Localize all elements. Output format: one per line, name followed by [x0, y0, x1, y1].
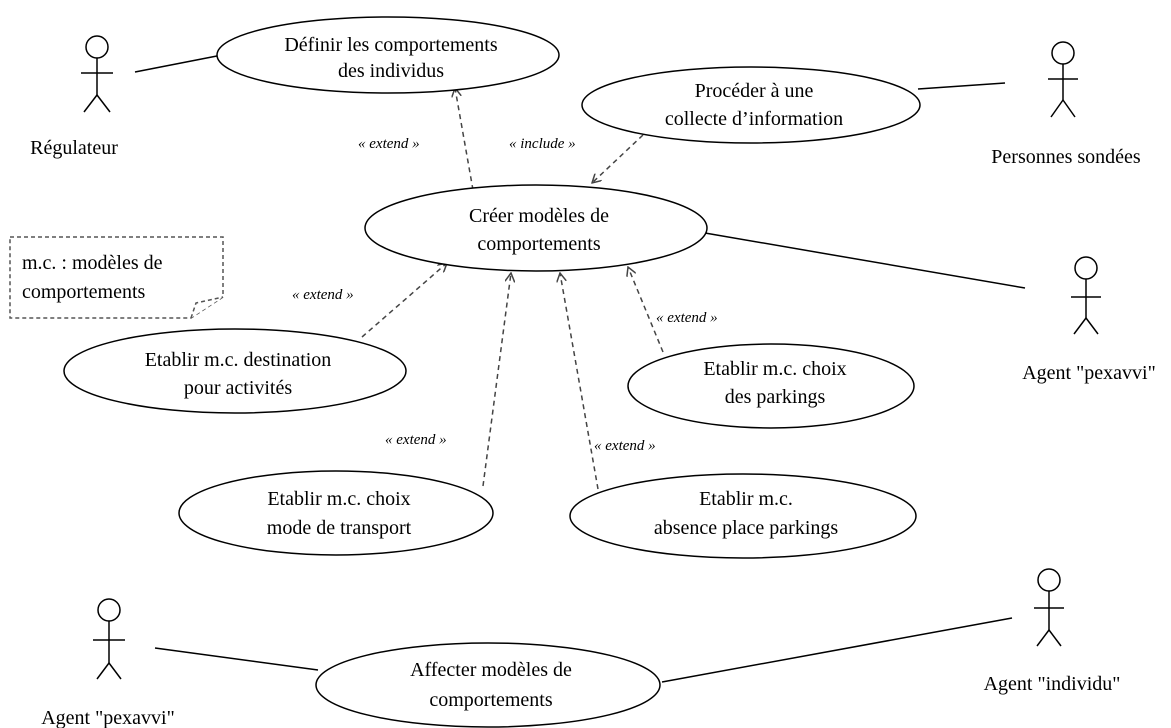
- use-case-definir-comportements: Définir les comportements des individus: [216, 16, 560, 94]
- use-case-label: absence place parkings: [654, 517, 839, 539]
- association-regulateur-definir: [134, 54, 223, 73]
- note-line: m.c. : modèles de: [22, 252, 163, 274]
- stereotype-extend-transport: « extend »: [385, 432, 447, 448]
- dependency-transport-creer: [482, 273, 511, 487]
- use-case-creer-modeles: Créer modèles de comportements: [364, 184, 708, 272]
- association-proceder-personnes: [917, 82, 1006, 90]
- use-case-label: comportements: [477, 233, 601, 255]
- actor-agent-pexavvi-bottom-label: Agent "pexavvi": [41, 707, 175, 728]
- use-case-label: Créer modèles de: [469, 205, 609, 227]
- use-case-label: Etablir m.c. destination: [145, 349, 332, 371]
- actor-personnes-sondees-label: Personnes sondées: [991, 146, 1141, 168]
- use-case-label: Définir les comportements: [284, 34, 497, 56]
- actor-regulateur-icon: [81, 35, 113, 113]
- use-case-etablir-parkings: Etablir m.c. choix des parkings: [627, 343, 915, 429]
- use-case-label: collecte d’information: [665, 108, 843, 130]
- stereotype-extend-definir: « extend »: [358, 136, 420, 152]
- association-agent-pexavvi-affecter: [154, 647, 319, 671]
- actor-agent-pexavvi-bottom-icon: [93, 598, 125, 680]
- actor-personnes-sondees-icon: [1048, 41, 1078, 118]
- stereotype-include-proceder: « include »: [509, 136, 576, 152]
- use-case-label: pour activités: [184, 377, 293, 399]
- note-box: m.c. : modèles de comportements: [9, 236, 224, 319]
- use-case-label: Procéder à une: [695, 80, 814, 102]
- use-case-affecter-modeles: Affecter modèles de comportements: [315, 642, 661, 728]
- dependency-parkings-creer: [628, 267, 664, 353]
- use-case-label: Etablir m.c.: [699, 488, 793, 510]
- dependency-proceder-creer: [592, 134, 644, 183]
- use-case-label: des individus: [338, 60, 444, 82]
- use-case-label: des parkings: [725, 386, 826, 408]
- actor-agent-individu-label: Agent "individu": [984, 673, 1121, 695]
- use-case-etablir-destination: Etablir m.c. destination pour activités: [63, 328, 407, 414]
- actor-agent-pexavvi-right-icon: [1071, 256, 1101, 335]
- stereotype-extend-absence: « extend »: [594, 438, 656, 454]
- use-case-label: Etablir m.c. choix: [267, 488, 410, 510]
- association-creer-agent-pexavvi: [704, 232, 1026, 289]
- association-affecter-agent-individu: [661, 617, 1013, 683]
- use-case-label: comportements: [429, 689, 553, 711]
- use-case-label: Affecter modèles de: [410, 659, 572, 681]
- dependency-creer-definir: [455, 88, 474, 191]
- actor-regulateur-label: Régulateur: [30, 137, 118, 159]
- actor-agent-pexavvi-right-label: Agent "pexavvi": [1022, 362, 1156, 384]
- use-case-etablir-transport: Etablir m.c. choix mode de transport: [178, 470, 494, 556]
- stereotype-extend-parkings: « extend »: [656, 310, 718, 326]
- use-case-label: Etablir m.c. choix: [703, 358, 846, 380]
- dependency-absence-creer: [560, 273, 599, 490]
- actor-agent-individu-icon: [1034, 568, 1064, 647]
- stereotype-extend-destination: « extend »: [292, 287, 354, 303]
- dependency-destination-creer: [361, 263, 447, 338]
- use-case-label: mode de transport: [267, 517, 412, 539]
- use-case-proceder-collecte: Procéder à une collecte d’information: [581, 66, 921, 144]
- use-case-etablir-absence: Etablir m.c. absence place parkings: [569, 473, 917, 559]
- note-line: comportements: [22, 281, 146, 303]
